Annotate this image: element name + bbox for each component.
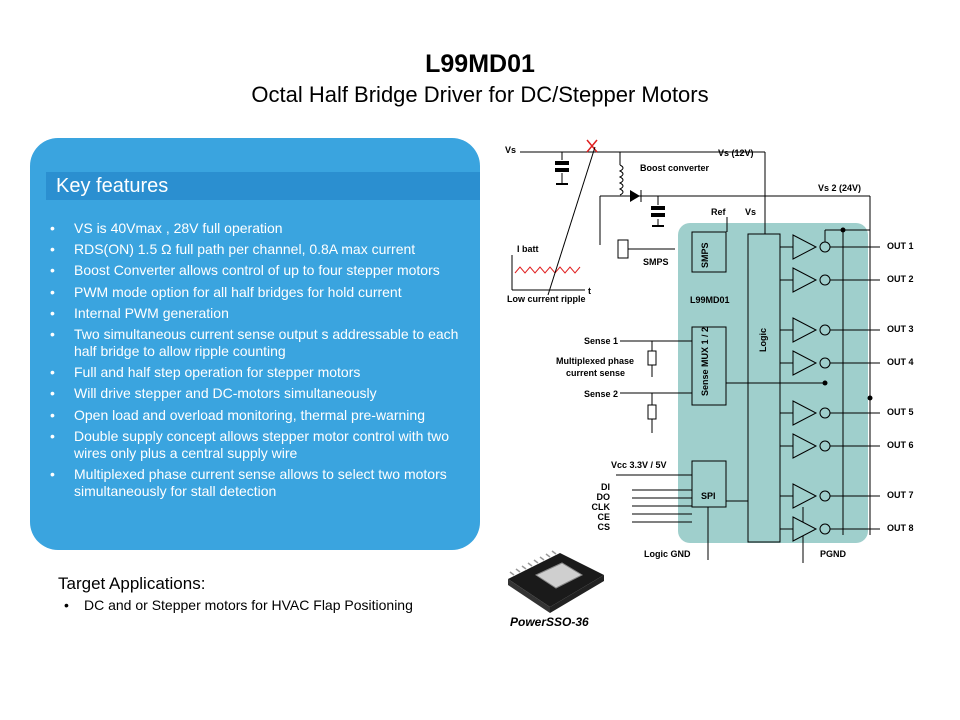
t-axis-label: t xyxy=(588,286,591,296)
key-features-header: Key features xyxy=(46,172,480,200)
smps-block-label: SMPS xyxy=(700,242,710,268)
feature-item: •Double supply concept allows stepper mo… xyxy=(50,427,450,461)
feature-item: •Full and half step operation for steppe… xyxy=(50,364,361,381)
feature-item: •Internal PWM generation xyxy=(50,304,229,321)
vs-label: Vs xyxy=(505,145,517,155)
out8-label: OUT 8 xyxy=(887,523,914,533)
feature-item: •RDS(ON) 1.5 Ω full path per channel, 0.… xyxy=(50,241,416,258)
pin-cs: CS xyxy=(597,522,610,532)
applications-title: Target Applications: xyxy=(58,574,206,593)
key-features-panel xyxy=(30,138,480,550)
pgnd-label: PGND xyxy=(820,549,847,559)
logic-gnd-label: Logic GND xyxy=(644,549,691,559)
ripple-label: Low current ripple xyxy=(507,294,586,304)
applications-list: •DC and or Stepper motors for HVAC Flap … xyxy=(60,597,413,613)
sense1-label: Sense 1 xyxy=(584,336,619,346)
feature-item: •PWM mode option for all half bridges fo… xyxy=(50,283,402,300)
feature-item: •Two simultaneous current sense output s… xyxy=(50,325,459,359)
sense2-label: Sense 2 xyxy=(584,389,619,399)
feature-item: •Open load and overload monitoring, ther… xyxy=(50,406,425,423)
slide-subtitle: Octal Half Bridge Driver for DC/Stepper … xyxy=(251,82,709,107)
package-image xyxy=(508,550,604,613)
out3-label: OUT 3 xyxy=(887,324,914,334)
ibatt-label: I batt xyxy=(517,244,539,254)
vs-pin-label: Vs xyxy=(745,207,757,217)
smps-ext-label: SMPS xyxy=(643,257,669,267)
out2-label: OUT 2 xyxy=(887,274,914,284)
logic-label: Logic xyxy=(758,328,768,352)
out5-label: OUT 5 xyxy=(887,407,914,417)
feature-item: •VS is 40Vmax , 28V full operation xyxy=(50,220,283,236)
spi-label: SPI xyxy=(701,491,716,501)
pin-di: DI xyxy=(601,482,610,492)
slide-title: L99MD01 xyxy=(425,50,535,78)
pin-clk: CLK xyxy=(591,502,611,512)
block-diagram xyxy=(511,139,880,563)
vs24-label: Vs 2 (24V) xyxy=(818,183,862,193)
mux-phase-label: Multiplexed phase xyxy=(556,356,635,366)
current-sense-label: current sense xyxy=(566,368,626,378)
feature-item: •Multiplexed phase current sense allows … xyxy=(50,465,447,499)
chip-label: L99MD01 xyxy=(690,295,730,305)
features-list: •VS is 40Vmax , 28V full operation •RDS(… xyxy=(48,220,468,504)
vcc-label: Vcc 3.3V / 5V xyxy=(611,460,667,470)
sense-mux-label: Sense MUX 1 / 2 xyxy=(700,326,710,396)
pin-do: DO xyxy=(596,492,611,502)
out7-label: OUT 7 xyxy=(887,490,914,500)
feature-item: •Will drive stepper and DC-motors simult… xyxy=(50,385,377,402)
pin-ce: CE xyxy=(597,512,610,522)
vs12-label: Vs (12V) xyxy=(718,148,754,158)
application-item: •DC and or Stepper motors for HVAC Flap … xyxy=(64,597,413,613)
out1-label: OUT 1 xyxy=(887,241,914,251)
feature-item: •Boost Converter allows control of up to… xyxy=(50,262,440,279)
out6-label: OUT 6 xyxy=(887,440,914,450)
boost-label: Boost converter xyxy=(640,163,710,173)
package-label: PowerSSO-36 xyxy=(510,615,589,629)
out4-label: OUT 4 xyxy=(887,357,914,367)
ref-label: Ref xyxy=(711,207,726,217)
